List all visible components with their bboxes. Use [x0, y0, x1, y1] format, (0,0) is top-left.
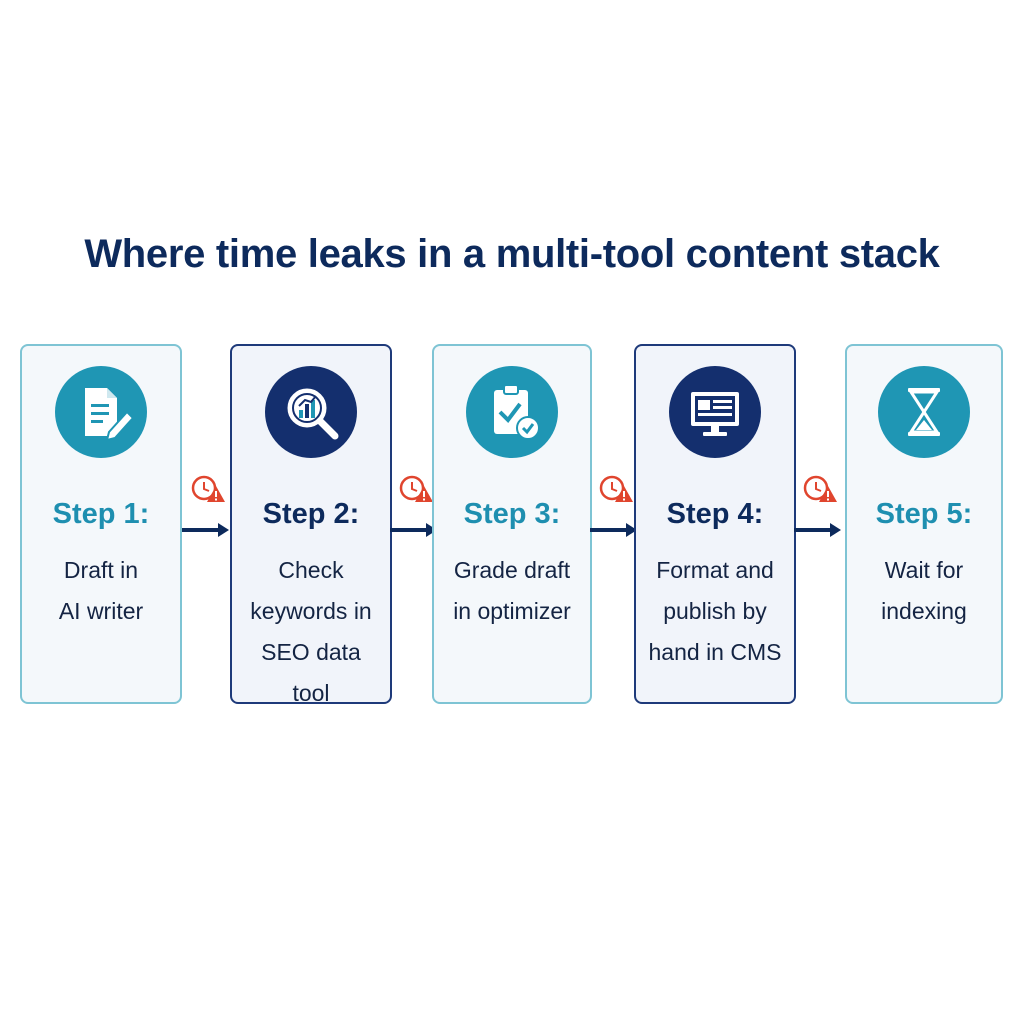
hourglass-icon: [878, 366, 970, 458]
step-card-5: Step 5: Wait for indexing: [845, 344, 1003, 704]
step-description: Check keywords in SEO data tool: [250, 557, 372, 706]
step-card-4: Step 4: Format and publish by hand in CM…: [634, 344, 796, 704]
connector-2: [390, 474, 438, 538]
clock-warning-icon: [390, 475, 437, 537]
diagram-title: Where time leaks in a multi-tool content…: [84, 232, 940, 276]
connector-3: [590, 474, 638, 538]
connector-1: [182, 474, 230, 538]
step-description: Wait for indexing: [881, 557, 967, 624]
document-pencil-icon: [55, 366, 147, 458]
clock-warning-icon: [794, 475, 841, 537]
clock-warning-icon: [182, 475, 229, 537]
monitor-icon: [669, 366, 761, 458]
step-label: Step 5:: [875, 498, 973, 530]
step-card-1: Step 1: Draft in AI writer: [20, 344, 182, 704]
clipboard-check-icon: [466, 366, 558, 458]
clock-warning-icon: [590, 475, 637, 537]
step-label: Step 3:: [463, 498, 561, 530]
step-card-2: Step 2: Check keywords in SEO data tool: [230, 344, 392, 706]
step-label: Step 1:: [52, 498, 150, 530]
step-description: Format and publish by hand in CMS: [648, 557, 782, 665]
step-label: Step 4:: [666, 498, 764, 530]
step-label: Step 2:: [262, 498, 360, 530]
step-description: Draft in AI writer: [58, 557, 144, 624]
step-card-3: Step 3: Grade draft in optimizer: [432, 344, 592, 704]
connector-4: [794, 474, 842, 538]
magnifier-chart-icon: [265, 366, 357, 458]
step-description: Grade draft in optimizer: [453, 557, 571, 624]
